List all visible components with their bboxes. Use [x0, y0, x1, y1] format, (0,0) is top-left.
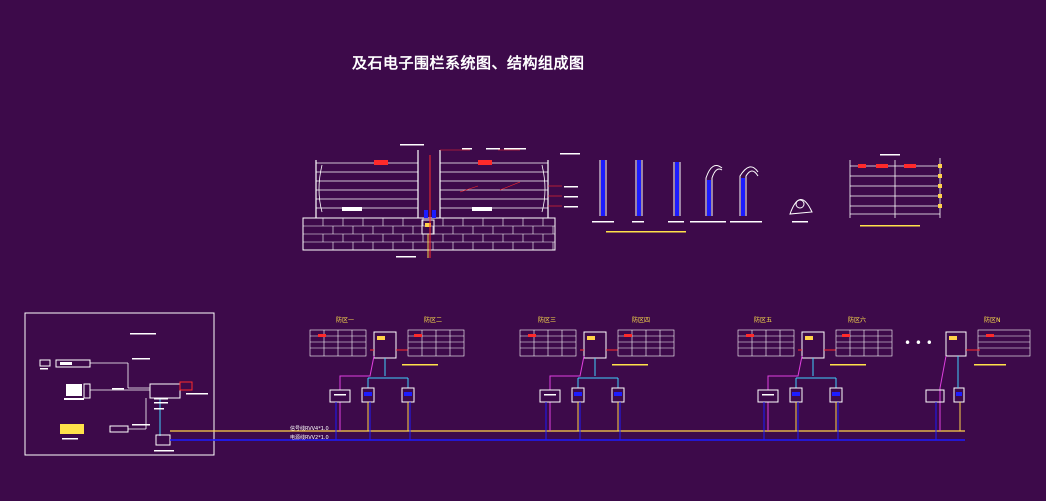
post-profiles — [599, 160, 813, 216]
warning-sign-icon — [478, 160, 492, 165]
zone-label-left: 防区三 — [538, 316, 556, 324]
zone-label-right: 防区四 — [632, 316, 650, 324]
power-bus-label: 电源线RVV2*1.0 — [290, 434, 329, 441]
zone-group: 防区三 防区四 — [519, 316, 675, 441]
keyboard-icon — [60, 424, 84, 434]
zone-label-right: 防区六 — [848, 316, 866, 324]
bus-lines — [170, 430, 965, 441]
computer-icon — [66, 384, 82, 396]
fence-elevation — [302, 144, 580, 258]
zone-groups: 防区一 防区二 防区三 防区四 防区五 防区六 防区N — [309, 316, 1031, 441]
zone-group: 防区一 防区二 — [309, 316, 465, 441]
warning-sign-icon — [374, 160, 388, 165]
zone-label-right: 防区N — [984, 316, 1001, 324]
fence-frame-end-view — [849, 154, 942, 227]
page-title: 及石电子围栏系统图、结构组成图 — [352, 54, 585, 72]
alarm-host-icon — [55, 359, 91, 368]
control-center — [24, 312, 215, 456]
signal-bus-label: 信号线RVV4*1.0 — [290, 425, 329, 432]
more-zones-ellipsis: • • • — [904, 336, 933, 350]
controller-icon — [149, 383, 181, 399]
zone-label-right: 防区二 — [424, 316, 442, 324]
zone-group: 防区N — [925, 316, 1031, 440]
zone-group: 防区五 防区六 — [737, 316, 893, 441]
zone-label-left: 防区五 — [754, 316, 772, 324]
zone-label-left: 防区一 — [336, 316, 354, 324]
